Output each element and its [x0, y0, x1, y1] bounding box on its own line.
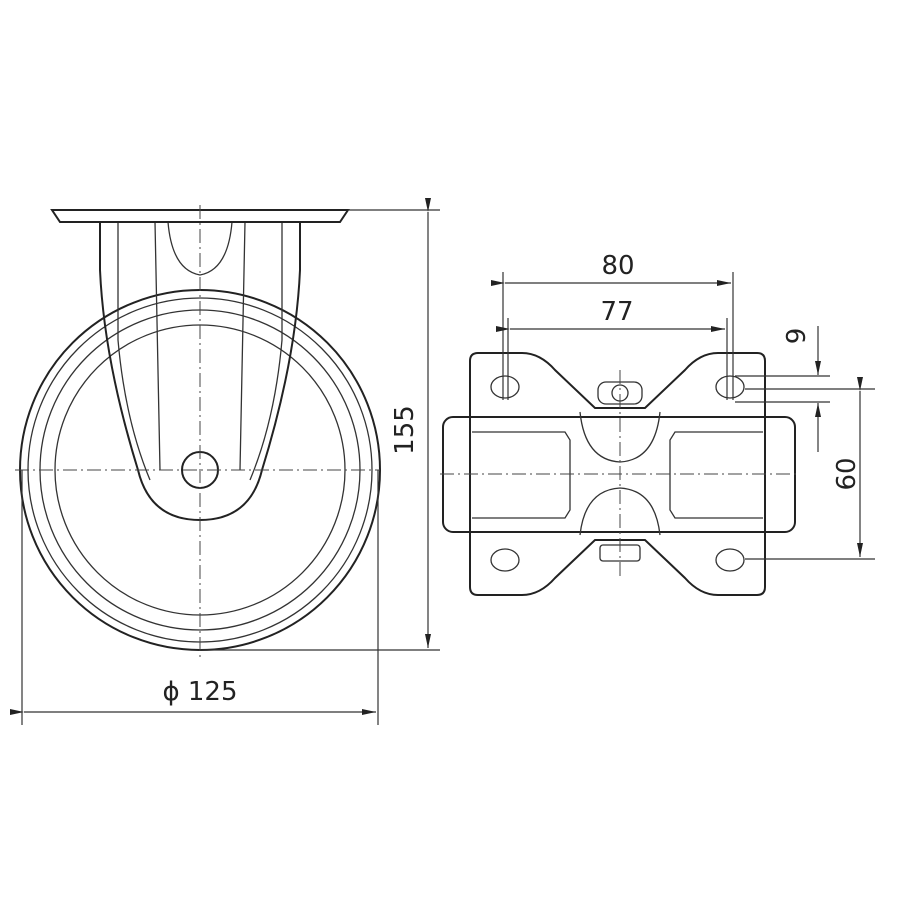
dimension-77-label: 77 — [600, 297, 633, 327]
mounting-hole — [490, 548, 520, 572]
dimension-60: 60 — [745, 377, 875, 560]
mounting-holes — [490, 375, 745, 572]
mounting-hole — [490, 375, 520, 399]
side-view: 155 ϕ 125 — [10, 198, 440, 725]
mounting-hole — [715, 375, 745, 399]
dimension-9: 9 — [735, 326, 830, 452]
top-view: 80 77 9 60 — [440, 251, 875, 596]
dimension-60-label: 60 — [832, 457, 862, 490]
mounting-hole — [715, 548, 745, 572]
height-dimension: 155 — [200, 198, 440, 651]
dimension-80-label: 80 — [601, 251, 634, 281]
diameter-dimension: ϕ 125 — [10, 470, 379, 725]
top-plate — [469, 352, 766, 596]
height-label: 155 — [390, 405, 420, 455]
dimension-80: 80 — [491, 251, 734, 400]
dimension-77: 77 — [496, 297, 728, 400]
diameter-label: ϕ 125 — [162, 677, 237, 707]
dimension-9-label: 9 — [782, 328, 812, 345]
